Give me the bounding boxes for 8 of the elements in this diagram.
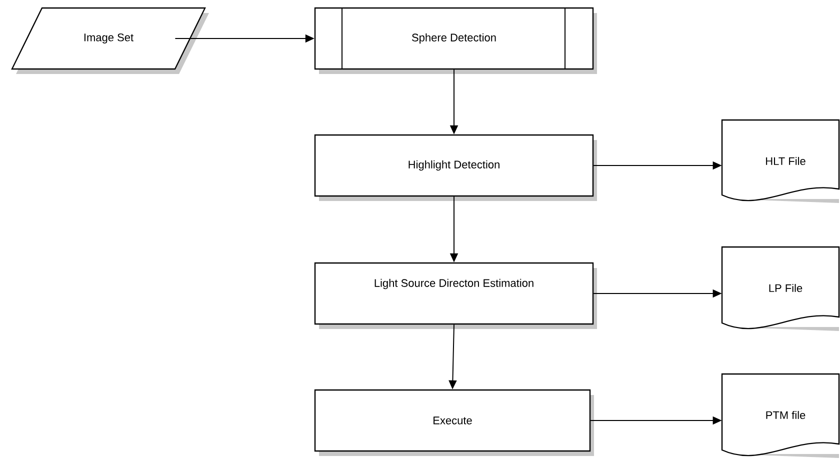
node-label: LP File <box>769 284 802 292</box>
input-parallelogram: Image Set <box>11 7 209 74</box>
process-box: Highlight Detection <box>314 134 597 201</box>
node-label: HLT File <box>766 156 806 166</box>
node-label: PTM file <box>766 410 806 420</box>
process-box: Light Source Directon Estimation <box>314 262 597 329</box>
process-box: Execute <box>314 389 594 456</box>
subprocess-box: Sphere Detection <box>314 7 597 74</box>
